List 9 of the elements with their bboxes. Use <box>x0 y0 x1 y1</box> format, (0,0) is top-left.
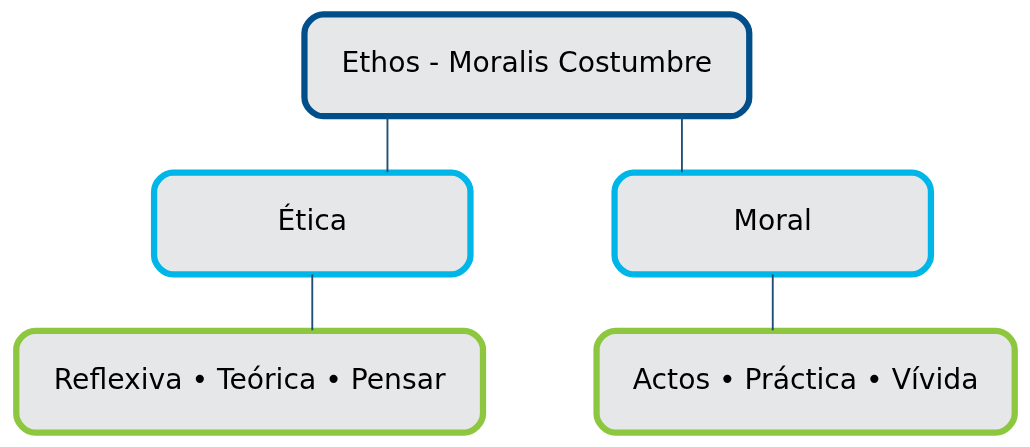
node-box: Actos • Práctica • Vívida <box>592 327 1018 436</box>
connector <box>771 273 774 332</box>
connector <box>310 273 313 332</box>
connector <box>680 115 683 174</box>
connector <box>386 115 388 174</box>
node-box: Ética <box>150 169 474 278</box>
node-box: Ethos - Moralis Costumbre <box>300 11 752 120</box>
node-box: Reflexiva • Teórica • Pensar <box>12 327 486 436</box>
node-box: Moral <box>610 169 934 278</box>
